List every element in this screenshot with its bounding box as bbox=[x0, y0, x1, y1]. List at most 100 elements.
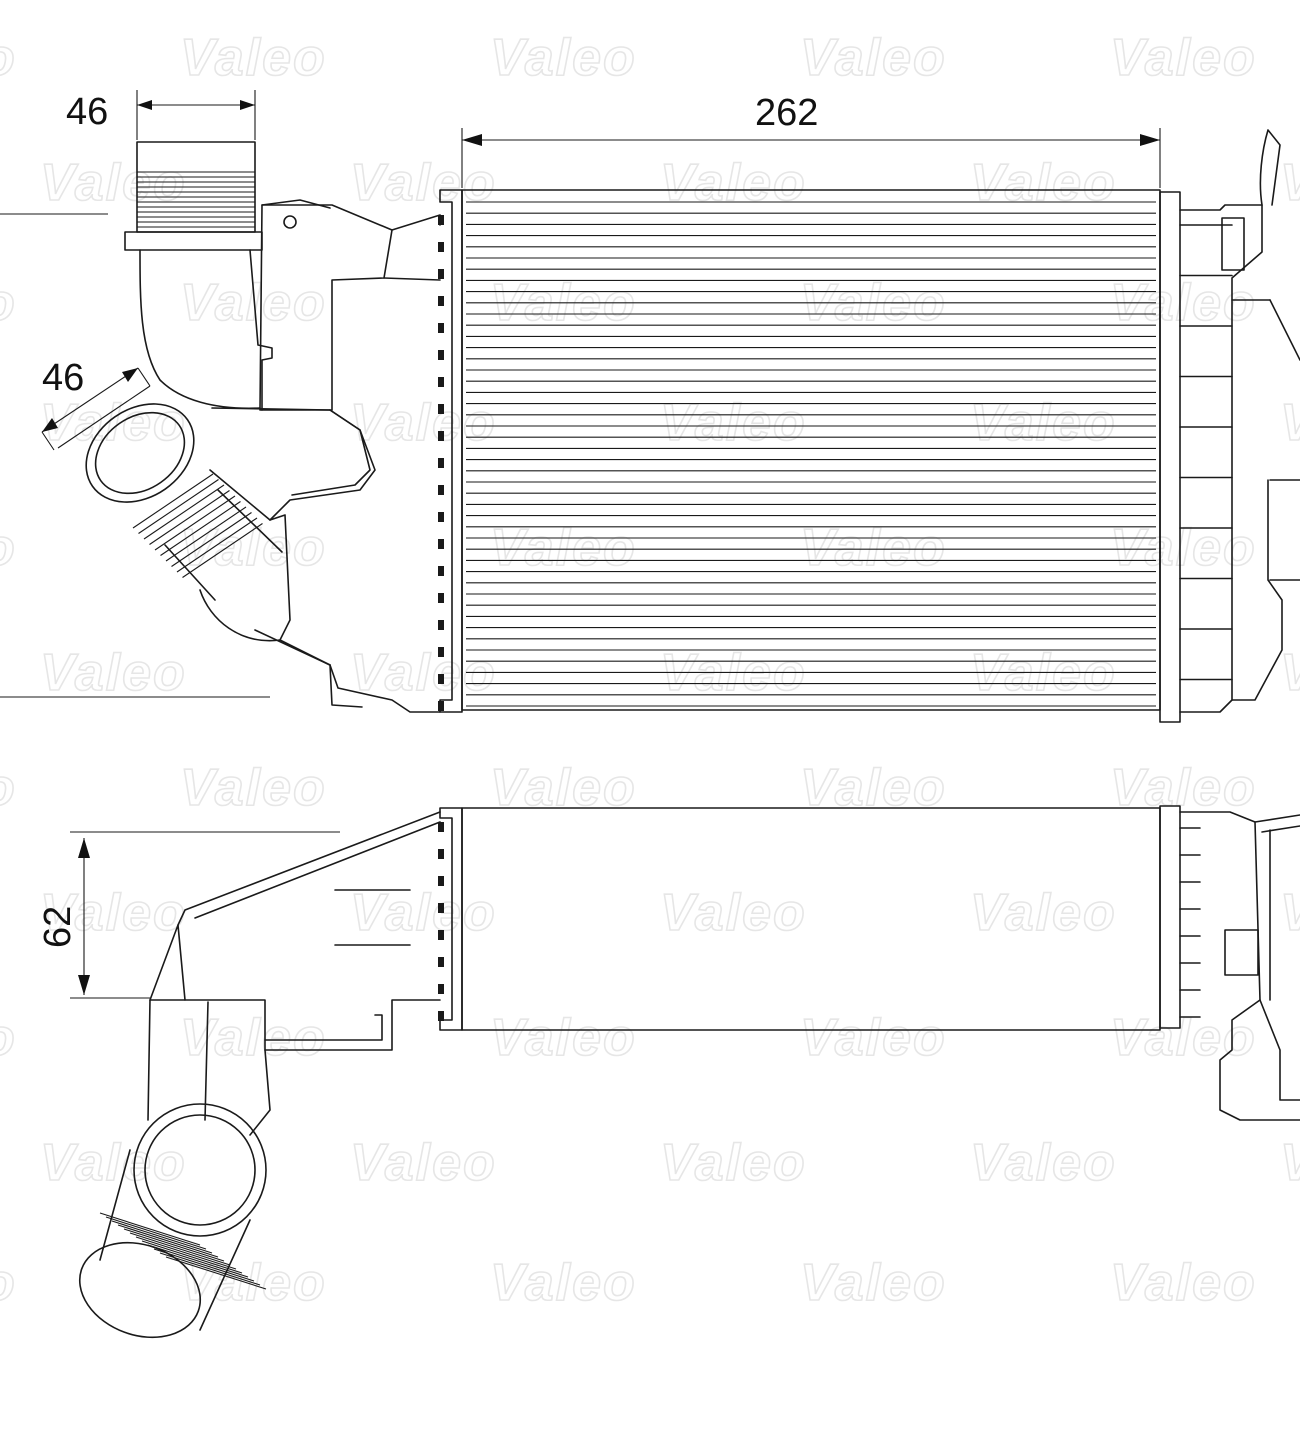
watermark-text: Valeo bbox=[0, 29, 17, 87]
pipe-ridge bbox=[159, 1252, 261, 1286]
watermark-text: Valeo bbox=[490, 1254, 637, 1312]
dim-core-width: 262 bbox=[755, 92, 818, 134]
header-tab bbox=[438, 512, 444, 522]
watermark-text: Valeo bbox=[180, 1009, 327, 1067]
header-tab bbox=[438, 647, 444, 657]
pipe-ridge bbox=[143, 484, 225, 540]
left-header-tabs-side bbox=[438, 822, 444, 1021]
header-tab bbox=[438, 876, 444, 886]
watermark-text: Valeo bbox=[660, 154, 807, 212]
pipe-ridge bbox=[117, 1224, 219, 1258]
header-tab bbox=[438, 674, 444, 684]
header-tab bbox=[438, 269, 444, 279]
pipe-ridge bbox=[111, 1220, 213, 1254]
pipe-ridge bbox=[154, 495, 236, 551]
header-tab bbox=[438, 431, 444, 441]
pipe-ridge bbox=[138, 479, 219, 534]
header-tab bbox=[438, 377, 444, 387]
watermark-text: Valeo bbox=[800, 1009, 947, 1067]
watermark-text: Valeo bbox=[800, 29, 947, 87]
header-tab bbox=[438, 242, 444, 252]
watermark-text: Valeo bbox=[1110, 1254, 1257, 1312]
pipe-ridge bbox=[129, 1232, 231, 1266]
watermark-text: Valeo bbox=[660, 884, 807, 942]
header-tab bbox=[438, 485, 444, 495]
watermark-text: Valeo bbox=[350, 644, 497, 702]
header-tab bbox=[438, 957, 444, 967]
side-pipe-ridges bbox=[132, 473, 263, 578]
header-tab bbox=[438, 323, 444, 333]
pipe-ridge bbox=[99, 1212, 201, 1246]
watermark-text: Valeo bbox=[350, 394, 497, 452]
watermark-text: Valeo bbox=[350, 154, 497, 212]
watermark-text: Valeo bbox=[0, 519, 17, 577]
bottom-pipe-ridges bbox=[99, 1212, 267, 1290]
pipe-ridge bbox=[153, 1248, 255, 1282]
watermark-text: Valeo bbox=[800, 1254, 947, 1312]
header-tab bbox=[438, 593, 444, 603]
watermark-text: Valeo bbox=[350, 1134, 497, 1192]
watermark-text: Valeo bbox=[1280, 394, 1300, 452]
side-view: 62 bbox=[37, 805, 1300, 1339]
watermark-text: Valeo bbox=[1280, 644, 1300, 702]
watermark-text: Valeo bbox=[180, 519, 327, 577]
pipe-ridge bbox=[147, 1244, 249, 1278]
header-tab bbox=[438, 458, 444, 468]
dim-top-inlet-width: 46 bbox=[66, 91, 108, 133]
watermark-text: Valeo bbox=[660, 1134, 807, 1192]
pipe-ridge bbox=[165, 506, 247, 562]
top-view: 46 262 46 bbox=[0, 90, 1300, 723]
watermark-text: Valeo bbox=[490, 519, 637, 577]
dim-core-depth: 62 bbox=[37, 906, 79, 948]
pipe-ridge bbox=[182, 523, 263, 578]
watermark-text: Valeo bbox=[660, 644, 807, 702]
pipe-ridge bbox=[160, 501, 241, 556]
watermark-text: Valeo bbox=[970, 154, 1117, 212]
header-tab bbox=[438, 350, 444, 360]
watermark-text: Valeo bbox=[40, 884, 187, 942]
header-tab bbox=[438, 1011, 444, 1021]
watermark-text: Valeo bbox=[1110, 29, 1257, 87]
watermark-text: Valeo bbox=[40, 644, 187, 702]
watermark-text: Valeo bbox=[350, 884, 497, 942]
pipe-ridge bbox=[105, 1216, 207, 1250]
watermark-text: Valeo bbox=[970, 644, 1117, 702]
watermark-text: Valeo bbox=[970, 394, 1117, 452]
watermark-text: Valeo bbox=[660, 394, 807, 452]
left-header-tabs bbox=[438, 215, 444, 711]
watermark-text: Valeo bbox=[800, 519, 947, 577]
watermark-text: Valeo bbox=[0, 1254, 17, 1312]
pipe-ridge bbox=[123, 1228, 225, 1262]
watermark-text: Valeo bbox=[40, 394, 187, 452]
watermark-text: Valeo bbox=[490, 29, 637, 87]
watermark-text: Valeo bbox=[1280, 884, 1300, 942]
watermark-text: Valeo bbox=[0, 274, 17, 332]
watermark-text: Valeo bbox=[0, 1009, 17, 1067]
header-tab bbox=[438, 404, 444, 414]
watermark-text: Valeo bbox=[1280, 154, 1300, 212]
pipe-ridge bbox=[141, 1240, 243, 1274]
watermark-text: Valeo bbox=[490, 1009, 637, 1067]
right-tank-ribs-side bbox=[1179, 827, 1201, 1018]
pipe-ridge bbox=[171, 512, 252, 567]
watermark-text: Valeo bbox=[970, 1134, 1117, 1192]
right-tank-ribs bbox=[1179, 224, 1233, 681]
header-tab bbox=[438, 215, 444, 225]
watermark-text: Valeo bbox=[970, 884, 1117, 942]
header-tab bbox=[438, 620, 444, 630]
top-pipe-ridges bbox=[137, 171, 255, 228]
watermark-text: Valeo bbox=[180, 29, 327, 87]
watermark-text: Valeo bbox=[0, 759, 17, 817]
header-tab bbox=[438, 539, 444, 549]
pipe-ridge bbox=[132, 473, 214, 529]
header-tab bbox=[438, 849, 444, 859]
header-tab bbox=[438, 822, 444, 832]
pipe-ridge bbox=[149, 490, 230, 545]
watermark-text: Valeo bbox=[180, 759, 327, 817]
header-tab bbox=[438, 903, 444, 913]
header-tab bbox=[438, 984, 444, 994]
watermark-text: Valeo bbox=[40, 154, 187, 212]
watermark-text: Valeo bbox=[40, 1134, 187, 1192]
